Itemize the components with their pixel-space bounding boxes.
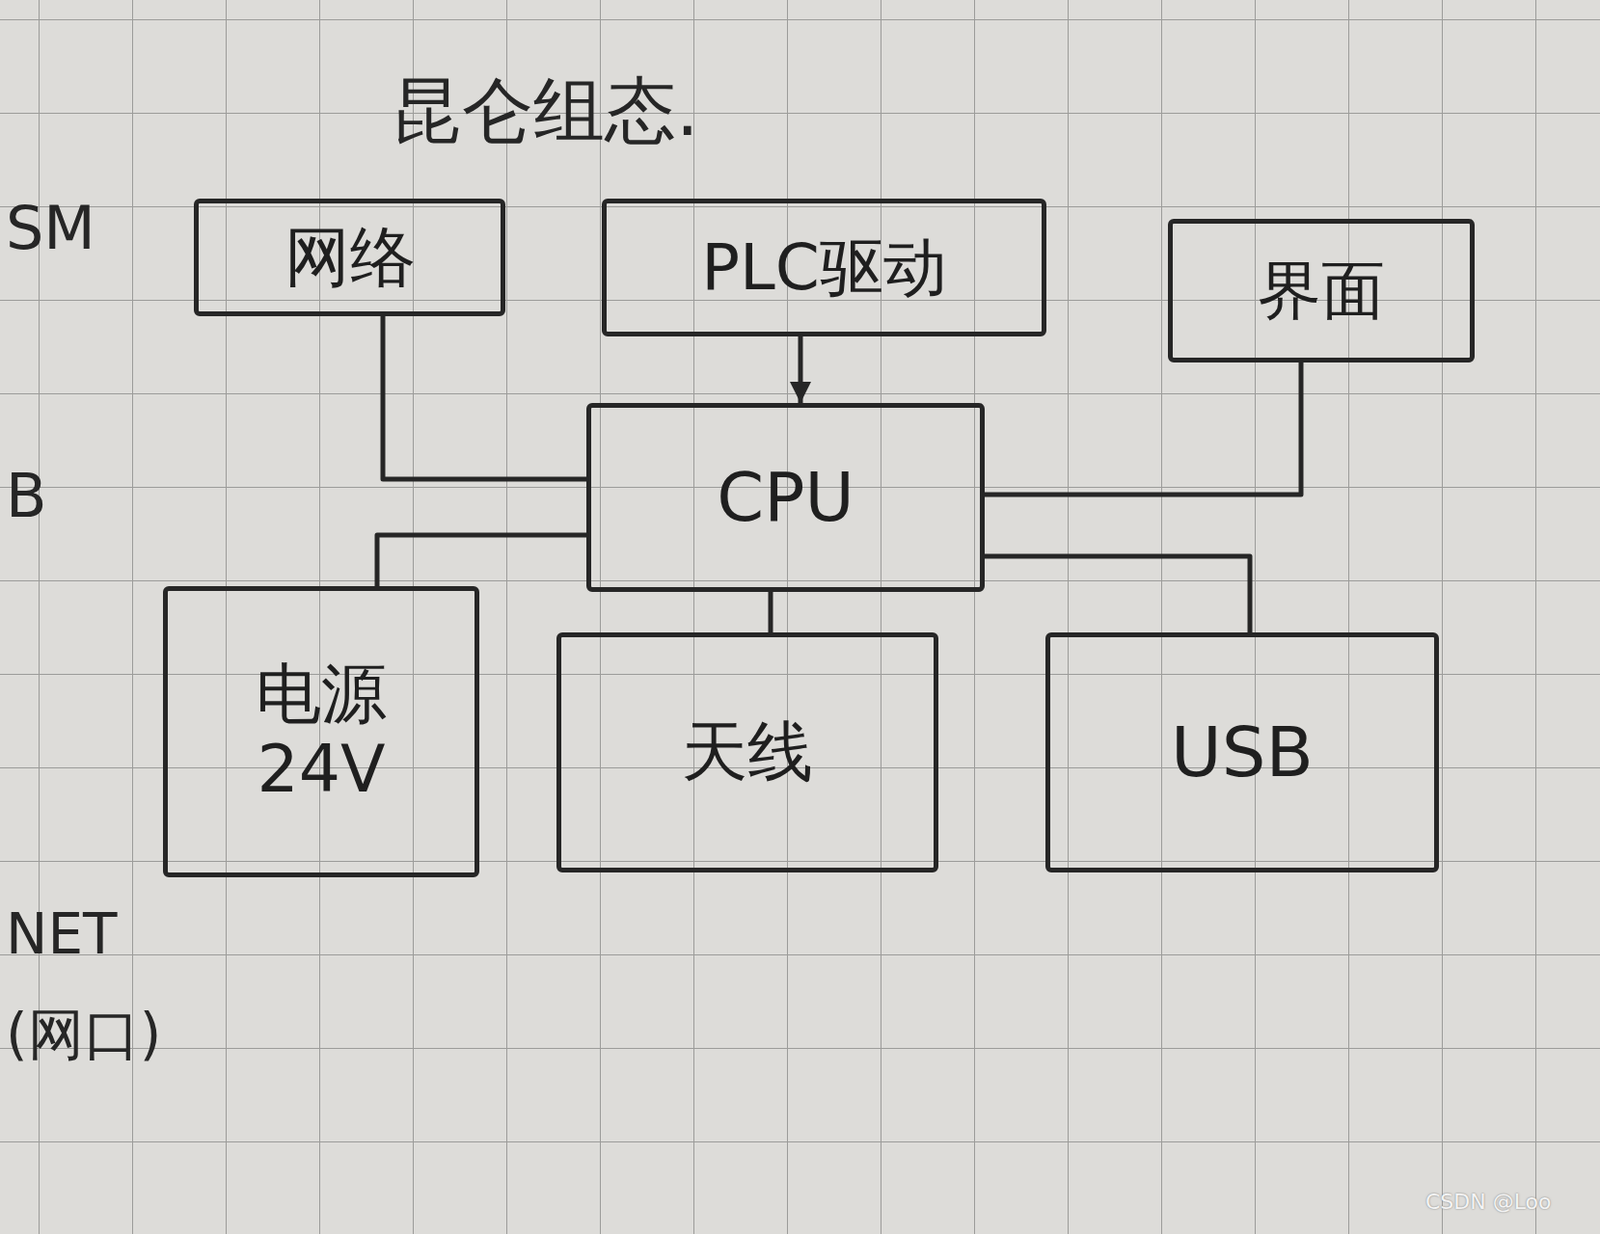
box-label: 24V — [256, 732, 385, 808]
plc-driver-box: PLC驱动 — [601, 198, 1047, 337]
connector-line — [984, 556, 1250, 633]
margin-note: NET — [5, 901, 117, 968]
margin-note: SM — [5, 192, 96, 264]
box-label: 电源 — [255, 656, 387, 733]
box-label: CPU — [716, 459, 854, 538]
power-box: 电源24V — [162, 586, 480, 878]
connector-line — [768, 592, 774, 633]
box-label: PLC驱动 — [701, 231, 948, 305]
cpu-box: CPU — [586, 403, 985, 593]
box-label: USB — [1170, 712, 1314, 793]
watermark: CSDN @Loo — [1425, 1190, 1552, 1215]
box-label: 天线 — [681, 714, 814, 790]
connector-line — [382, 316, 587, 480]
connector-line — [984, 362, 1302, 495]
box-label: 网络 — [284, 219, 416, 296]
usb-box: USB — [1045, 632, 1439, 873]
margin-note: B — [5, 461, 48, 532]
box-label: 界面 — [1257, 254, 1385, 328]
network-box: 网络 — [193, 198, 506, 317]
margin-note: (网口) — [5, 998, 162, 1074]
antenna-box: 天线 — [556, 632, 939, 873]
connector-line — [798, 336, 804, 404]
ui-box: 界面 — [1167, 218, 1475, 363]
connector-line — [377, 535, 587, 587]
page-title: 昆仑组态. — [390, 63, 700, 161]
